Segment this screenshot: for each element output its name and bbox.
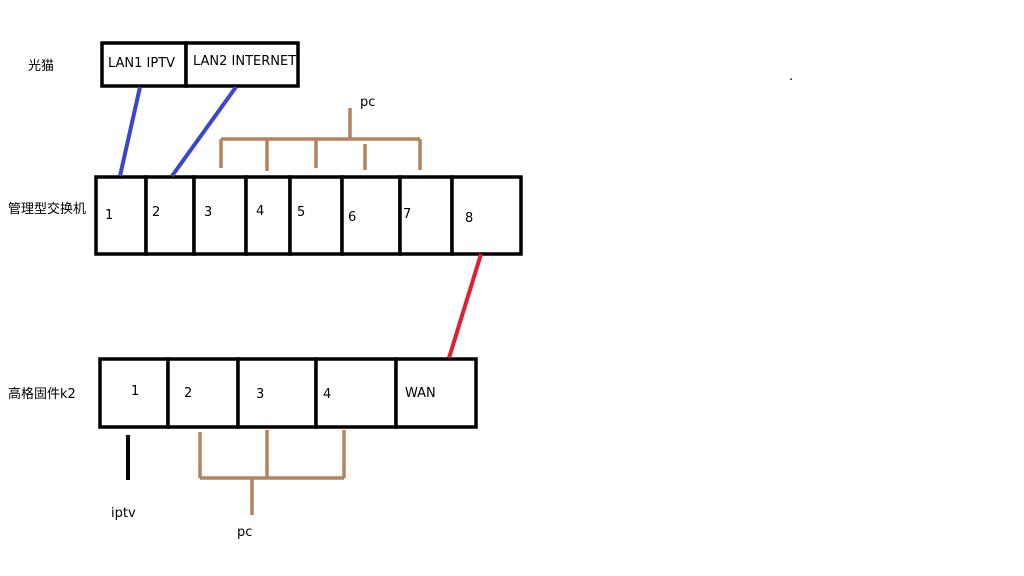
switch-pc-bus	[219, 108, 422, 171]
switch-port-1	[94, 175, 148, 256]
switch-port-6-label: 6	[348, 210, 356, 225]
switch-port-4	[244, 175, 292, 256]
router-port-4	[314, 357, 398, 429]
switch-port-2-label: 2	[152, 205, 160, 220]
switch-port-5-label: 5	[297, 205, 305, 220]
switch-port-1-label: 1	[105, 208, 113, 223]
router-pc-bus	[198, 430, 346, 515]
modem-port-lan2-label: LAN2 INTERNET	[193, 54, 296, 69]
modem-device: LAN1 IPTV LAN2 INTERNET	[100, 41, 300, 88]
modem-label: 光猫	[28, 59, 54, 74]
switch-port-7-label: 7	[403, 207, 411, 222]
router-port-wan	[394, 357, 478, 429]
switch-pc-label: pc	[360, 95, 375, 110]
router-port-1-label: 1	[131, 384, 139, 399]
link-lan1-to-switch-port-1	[118, 86, 142, 177]
switch-port-4-label: 4	[256, 204, 264, 219]
router-label: 高格固件k2	[8, 386, 76, 402]
switch-device: 1 2 3 4 5 6 7 8	[94, 175, 523, 256]
modem-port-lan1-label: LAN1 IPTV	[108, 56, 175, 71]
switch-label: 管理型交换机	[8, 201, 86, 217]
router-device: 1 2 3 4 WAN	[98, 357, 478, 429]
switch-port-3-label: 3	[204, 205, 212, 220]
router-port-wan-label: WAN	[405, 386, 436, 401]
modem-port-lan1	[100, 41, 188, 88]
router-port-2-label: 2	[184, 386, 192, 401]
modem-port-lan2	[184, 41, 300, 88]
router-port-3	[236, 357, 318, 429]
link-lan2-to-switch-port-2	[170, 85, 238, 178]
switch-port-6	[340, 175, 402, 256]
router-port-3-label: 3	[256, 387, 264, 402]
router-port-2	[166, 357, 240, 429]
router-iptv-label: iptv	[111, 506, 136, 521]
router-port-1	[98, 357, 170, 429]
router-port-4-label: 4	[323, 387, 331, 402]
switch-port-2	[144, 175, 196, 256]
switch-port-8-label: 8	[465, 211, 473, 226]
switch-port-3	[192, 175, 248, 256]
stray-dot: .	[789, 69, 793, 84]
switch-port-8	[450, 175, 523, 256]
router-pc-label: pc	[237, 525, 252, 540]
link-switch-port-8-to-router-wan	[447, 253, 483, 359]
